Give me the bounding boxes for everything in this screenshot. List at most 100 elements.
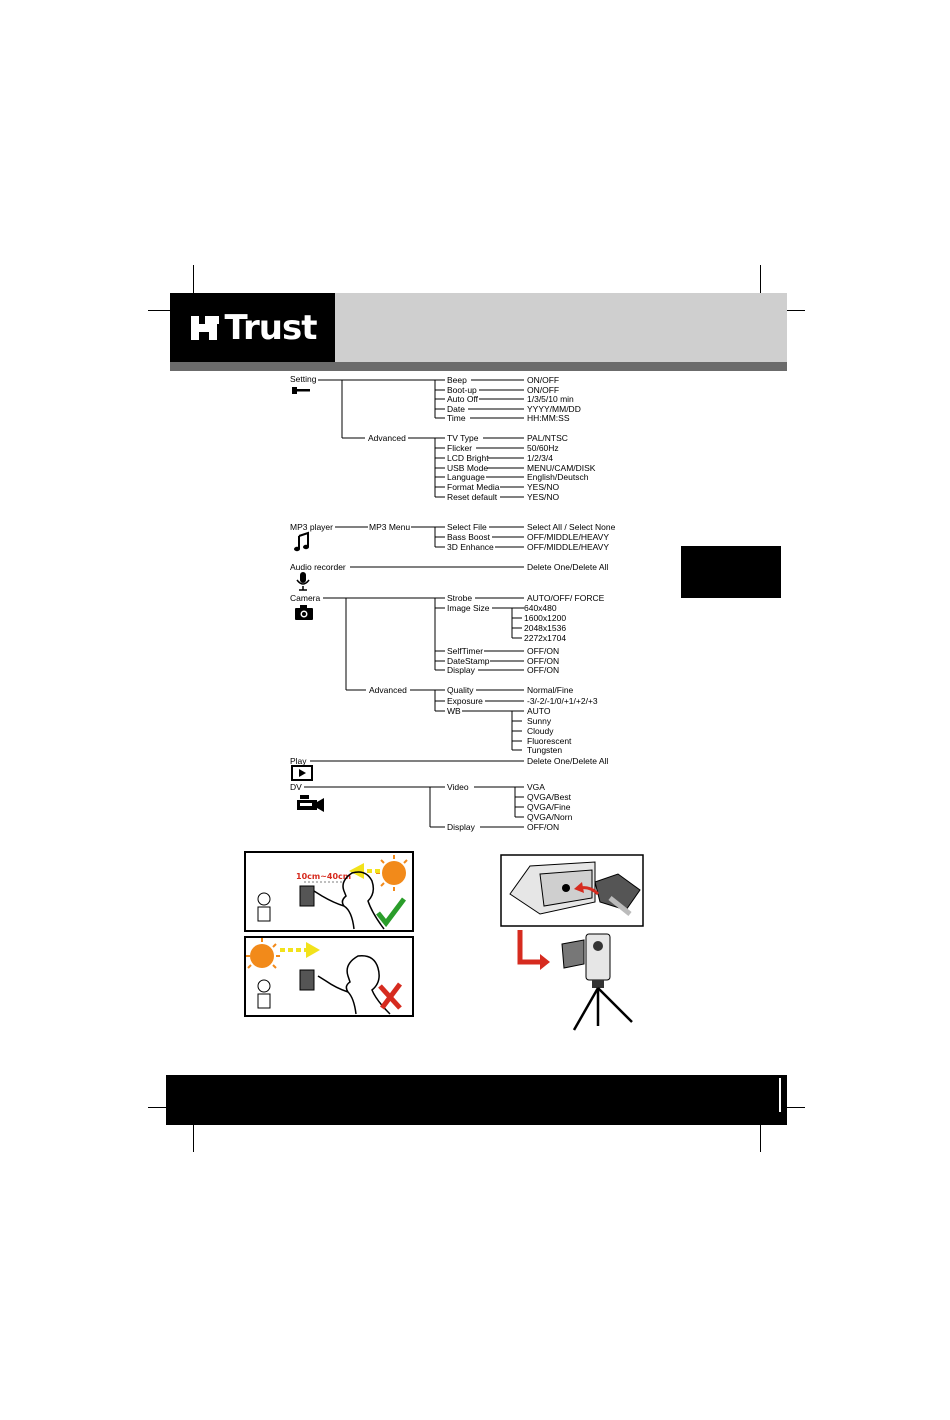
wb-value: Sunny bbox=[527, 716, 552, 726]
advanced-item-value: 50/60Hz bbox=[527, 443, 559, 453]
advanced-item-value: 1/2/3/4 bbox=[527, 453, 553, 463]
setting-item-name: Auto Off bbox=[447, 394, 479, 404]
wrench-icon bbox=[292, 387, 310, 394]
cross-icon bbox=[378, 982, 402, 1010]
menu-camera-label: Camera bbox=[290, 593, 321, 603]
camera-device bbox=[299, 969, 315, 991]
logo-text: Trust bbox=[224, 307, 318, 348]
menu-audio-label: Audio recorder bbox=[290, 562, 346, 572]
tripod-head bbox=[594, 873, 641, 916]
video-value: QVGA/Norn bbox=[527, 812, 573, 822]
setting-item-value: ON/OFF bbox=[527, 375, 559, 385]
setting-item-value: 1/3/5/10 min bbox=[527, 394, 574, 404]
microphone-icon bbox=[296, 572, 310, 591]
camera-item-name: Quality bbox=[447, 685, 474, 695]
crop-mark bbox=[760, 265, 761, 310]
person-outline bbox=[317, 955, 391, 1015]
image-size-value: 2272x1704 bbox=[524, 633, 566, 643]
menu-tree-lines bbox=[304, 379, 524, 828]
advanced-item-name: TV Type bbox=[447, 433, 479, 443]
camera-item-name: Strobe bbox=[447, 593, 472, 603]
advanced-item-value: YES/NO bbox=[527, 492, 560, 502]
wb-value: Fluorescent bbox=[527, 736, 572, 746]
camera-item-value: OFF/ON bbox=[527, 665, 559, 675]
mp3-item-name: 3D Enhance bbox=[447, 542, 494, 552]
trust-logo-icon bbox=[190, 315, 219, 340]
advanced-item-name: USB Mode bbox=[447, 463, 488, 473]
camera-bottom-device bbox=[509, 861, 596, 915]
mp3-item-value: OFF/MIDDLE/HEAVY bbox=[527, 532, 609, 542]
dv-item-name: Display bbox=[447, 822, 476, 832]
advanced-item-name: LCD Bright bbox=[447, 453, 489, 463]
setting-item-name: Date bbox=[447, 404, 465, 414]
wb-value: Cloudy bbox=[527, 726, 554, 736]
setting-item-value: ON/OFF bbox=[527, 385, 559, 395]
subject-figure bbox=[257, 892, 271, 922]
camera-item-name: Image Size bbox=[447, 603, 490, 613]
advanced-item-value: MENU/CAM/DISK bbox=[527, 463, 596, 473]
camera-item-value: OFF/ON bbox=[527, 656, 559, 666]
advanced-item-name: Flicker bbox=[447, 443, 472, 453]
camera-item-value: OFF/ON bbox=[527, 646, 559, 656]
mp3-item-value: Select All / Select None bbox=[527, 522, 616, 532]
camera-on-tripod bbox=[561, 933, 633, 1031]
light-arrow-head bbox=[306, 942, 320, 958]
illustration-wrong-shooting bbox=[244, 936, 414, 1017]
advanced-item-value: YES/NO bbox=[527, 482, 560, 492]
header-stripe bbox=[170, 362, 787, 371]
video-value: QVGA/Fine bbox=[527, 802, 571, 812]
advanced-item-value: PAL/NTSC bbox=[527, 433, 568, 443]
mp3-submenu-label: MP3 Menu bbox=[369, 522, 410, 532]
camera-item-name: WB bbox=[447, 706, 461, 716]
camera-item-value: AUTO/OFF/ FORCE bbox=[527, 593, 605, 603]
crop-mark bbox=[193, 1107, 194, 1152]
menu-mp3-label: MP3 player bbox=[290, 522, 333, 532]
advanced-item-name: Reset default bbox=[447, 492, 498, 502]
advanced-item-name: Language bbox=[447, 472, 485, 482]
crop-mark bbox=[193, 265, 194, 310]
camera-item-name: DateStamp bbox=[447, 656, 490, 666]
light-arrow-head bbox=[349, 863, 364, 879]
check-icon bbox=[376, 897, 406, 928]
advanced-item-name: Format Media bbox=[447, 482, 500, 492]
setting-item-name: Beep bbox=[447, 375, 467, 385]
logo: Trust bbox=[170, 293, 335, 362]
footer-divider bbox=[779, 1078, 781, 1112]
camera-item-name: SelfTimer bbox=[447, 646, 483, 656]
dv-display-value: OFF/ON bbox=[527, 822, 559, 832]
camera-device bbox=[299, 885, 315, 907]
setting-advanced-label: Advanced bbox=[368, 433, 406, 443]
illustration-correct-shooting: 10cm~40cm bbox=[244, 851, 414, 932]
music-note-icon bbox=[294, 531, 309, 552]
camera-item-value: -3/-2/-1/0/+1/+2/+3 bbox=[527, 696, 598, 706]
step-arrow bbox=[517, 930, 542, 965]
crop-mark bbox=[760, 1107, 761, 1152]
distance-label: 10cm~40cm bbox=[296, 872, 351, 881]
mp3-item-name: Select File bbox=[447, 522, 487, 532]
dv-item-name: Video bbox=[447, 782, 469, 792]
mp3-item-value: OFF/MIDDLE/HEAVY bbox=[527, 542, 609, 552]
footer-bar bbox=[166, 1075, 787, 1125]
person-outline bbox=[313, 871, 385, 930]
section-tab bbox=[681, 546, 781, 598]
mp3-item-name: Bass Boost bbox=[447, 532, 491, 542]
menu-dv-label: DV bbox=[290, 782, 302, 792]
video-value: QVGA/Best bbox=[527, 792, 572, 802]
video-value: VGA bbox=[527, 782, 545, 792]
camera-item-name: Exposure bbox=[447, 696, 483, 706]
setting-item-name: Boot-up bbox=[447, 385, 477, 395]
video-camera-icon bbox=[297, 795, 324, 812]
audio-value: Delete One/Delete All bbox=[527, 562, 608, 572]
wb-value: Tungsten bbox=[527, 745, 562, 755]
camera-advanced-label: Advanced bbox=[369, 685, 407, 695]
advanced-item-value: English/Deutsch bbox=[527, 472, 589, 482]
sun-icon bbox=[246, 938, 280, 969]
play-icon bbox=[291, 765, 313, 781]
setting-item-value: HH:MM:SS bbox=[527, 413, 570, 423]
menu-play-label: Play bbox=[290, 756, 307, 766]
image-size-value: 2048x1536 bbox=[524, 623, 566, 633]
wb-value: AUTO bbox=[527, 706, 551, 716]
subject-figure bbox=[257, 979, 271, 1009]
camera-item-name: Display bbox=[447, 665, 476, 675]
camera-icon bbox=[295, 605, 313, 620]
